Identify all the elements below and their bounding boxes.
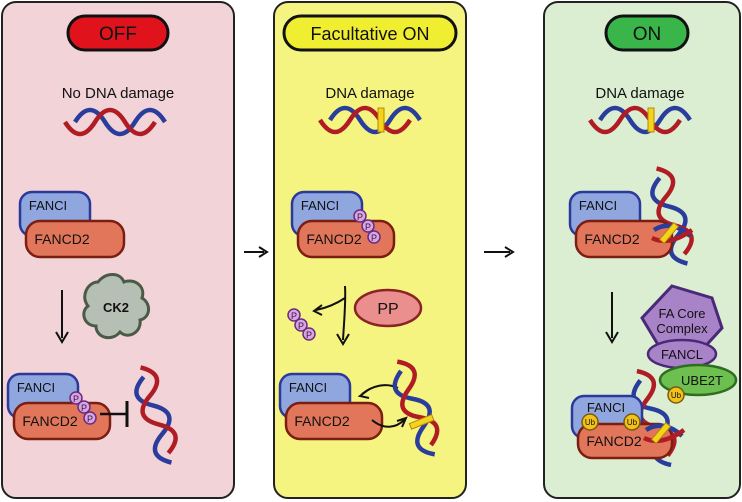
phosphate-label: P [73,394,79,404]
released-phosphates: P P P [287,308,316,341]
pp-label: PP [377,301,398,318]
phosphate-label: P [81,403,87,413]
dna-lesion [377,107,385,133]
fanci-label: FANCI [29,198,67,213]
ubiquitinated-complex: FANCI FANCD2 Ub Ub [570,367,686,469]
fanci-label: FANCI [579,198,617,213]
fancd2-label: FANCD2 [22,413,77,429]
dna-lesion [408,413,435,430]
damage-label: DNA damage [595,85,684,102]
dna-lesion [658,221,680,245]
phospho-fanci-fancd2-complex: FANCI FANCD2 P P P [6,372,112,441]
state-pill-facultative: Facultative ON [282,14,458,52]
inhibition-bar [100,401,129,427]
damage-label: DNA damage [325,85,414,102]
ck2-label: CK2 [103,300,129,315]
dna-damaged [590,108,690,132]
fancd2-label: FANCD2 [294,413,349,429]
ube2t-label: UBE2T [681,373,723,388]
core-label-line2: Complex [656,321,708,336]
ubiquitin: Ub [623,413,641,431]
ck2-kinase: CK2 [82,273,150,340]
fanci-label: FANCI [17,380,55,395]
state-label: OFF [99,24,137,45]
phosphate-label: P [298,321,304,331]
fancd2-label: FANCD2 [306,231,361,247]
transition-arrow [244,246,269,258]
phosphate-group: P P P [69,391,97,425]
fanci-label: FANCI [301,198,339,213]
state-label: ON [633,24,662,45]
state-pill-on: ON [604,14,690,52]
fancd2-label: FANCD2 [586,433,641,449]
state-pill-off: OFF [66,14,170,52]
dna-bound-complex: FANCI FANCD2 [568,165,699,268]
phosphate-label: P [371,233,377,243]
dna-lesion [647,107,655,133]
dna-damaged [320,108,420,132]
phosphate-label: P [291,311,297,321]
fanci-label: FANCI [587,400,625,415]
fanci-label: FANCI [289,380,327,395]
phospho-fanci-fancd2-complex: FANCI FANCD2 P P P [290,190,396,259]
dna-lesion [650,421,672,445]
ub-label: Ub [627,418,638,427]
phosphate-label: P [87,414,93,424]
state-label: Facultative ON [310,24,429,44]
panel-on: ON DNA damage FANCI FANCD2 FA Core Compl… [543,1,741,499]
phosphate-label: P [357,212,363,222]
pp-phosphatase: PP [353,288,423,328]
ub-label: Ub [585,418,596,427]
ubiquitin: Ub [581,413,599,431]
phosphate-group: P P P [353,209,381,244]
core-label-line1: FA Core [659,306,706,321]
dna-damaged-bound [386,357,446,459]
transition-arrow [484,246,515,258]
phosphate-label: P [365,222,371,232]
ub-label: Ub [671,391,682,400]
damage-label: No DNA damage [62,85,175,102]
ubiquitin: Ub [667,386,685,404]
fa-core-complex: FA Core Complex [640,284,724,354]
panel-facultative-on: Facultative ON DNA damage FANCI FANCD2 P… [273,1,467,499]
fancd2-label: FANCD2 [584,231,639,247]
fancd2-label: FANCD2 [34,231,89,247]
fancl-label: FANCL [661,347,703,362]
panel-off: OFF No DNA damage FANCI FANCD2 CK2 FANCI… [1,1,235,499]
dephosphorylation-arrow [312,285,350,346]
fanci-fancd2-complex: FANCI FANCD2 [18,190,126,259]
fanci-fancd2-complex: FANCI FANCD2 [278,372,384,441]
phosphate-label: P [306,330,312,340]
fancl: FANCL [646,338,718,370]
